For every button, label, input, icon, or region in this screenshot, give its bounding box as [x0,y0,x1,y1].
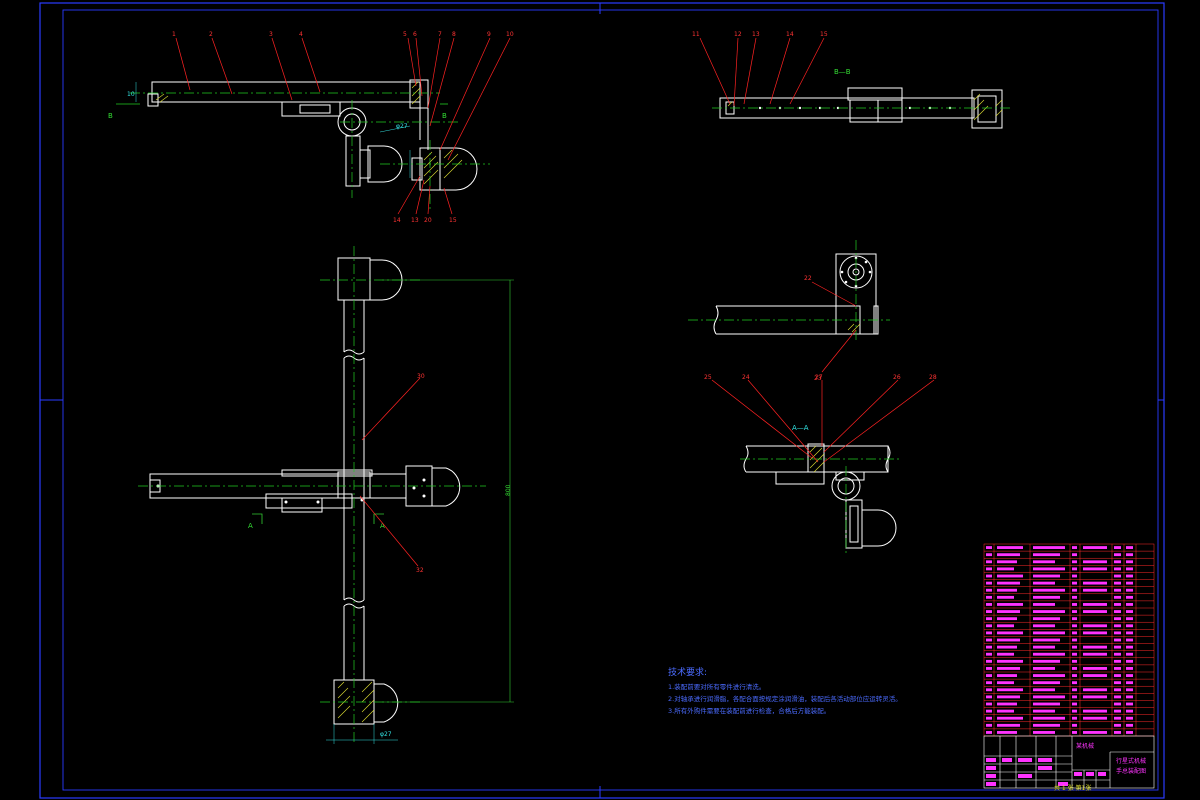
balloon-28: 28 [929,374,937,381]
balloon-27: 27 [815,374,823,381]
notes-line-2: 2.对轴承进行润滑脂，各配合面按规定涂润滑油，装配后各活动部位应运转灵活。 [668,694,902,703]
top-callout-dim: φ27 [396,123,408,130]
section-a-a-view: A—A 25 24 27 26 28 [704,374,937,556]
balloon-32: 32 [416,567,424,574]
balloon-13: 13 [752,31,760,38]
balloon-14: 14 [786,31,794,38]
section-bb-title: B—B [834,68,851,76]
balloon-15: 15 [820,31,828,38]
top-view-balloons: 1 2 3 4 5 6 7 8 9 10 14 13 20 15 [172,31,514,224]
front-view-assembly: 800 A A φ27 30 32 [138,246,514,744]
title-sheet-info: 共 1 张 第1张 [1054,784,1091,792]
notes-line-3: 3.所有外购件需要在装配前进行检查，合格后方能装配。 [668,706,830,715]
balloon-30: 30 [417,373,425,380]
balloon-10: 10 [506,31,514,38]
balloon-2: 2 [209,31,213,38]
top-height-dim: 10 [127,91,135,98]
cut-a-left-label: A [248,522,253,530]
balloon-13b: 13 [411,217,419,224]
balloon-7: 7 [438,31,442,38]
balloon-8: 8 [452,31,456,38]
title-drawing-name-1: 行星式机械 [1116,757,1146,765]
title-company: 某机械 [1076,742,1094,750]
balloon-9: 9 [487,31,491,38]
balloon-11: 11 [692,31,700,38]
balloon-23: 23 [814,375,822,382]
sheet-frame [39,2,1165,799]
notes-title: 技术要求: [668,666,707,678]
section-aa-title: A—A [792,424,809,432]
top-view-arm: B B 10 φ27 1 2 3 [108,31,514,224]
cut-b-left-label: B [108,112,113,120]
balloon-4: 4 [299,31,303,38]
balloon-3: 3 [269,31,273,38]
balloon-1: 1 [172,31,176,38]
title-drawing-name-2: 手总装配图 [1116,767,1146,775]
vertical-span-dim: 800 [505,484,512,496]
balloon-12: 12 [734,31,742,38]
balloon-15b: 15 [449,217,457,224]
section-b-b-view: B—B 11 12 13 14 15 [692,31,1010,129]
technical-notes: 技术要求: 1.装配前要对所有零件进行清洗。 2.对轴承进行润滑脂，各配合面按规… [668,666,902,715]
parts-list [983,543,1155,737]
balloon-5: 5 [403,31,407,38]
balloon-26: 26 [893,374,901,381]
balloon-22: 22 [804,275,812,282]
balloon-24: 24 [742,374,750,381]
cut-b-right-label: B [442,112,447,120]
cut-a-right-label: A [380,522,385,530]
balloon-20b: 20 [424,217,432,224]
title-block: 某机械 行星式机械 手总装配图 共 1 张 第1张 [983,735,1155,792]
balloon-14b: 14 [393,217,401,224]
balloon-25: 25 [704,374,712,381]
detail-view-joint: 22 23 [688,240,890,382]
notes-line-1: 1.装配前要对所有零件进行清洗。 [668,682,765,691]
balloon-6: 6 [413,31,417,38]
bottom-callout-dim: φ27 [380,731,392,738]
